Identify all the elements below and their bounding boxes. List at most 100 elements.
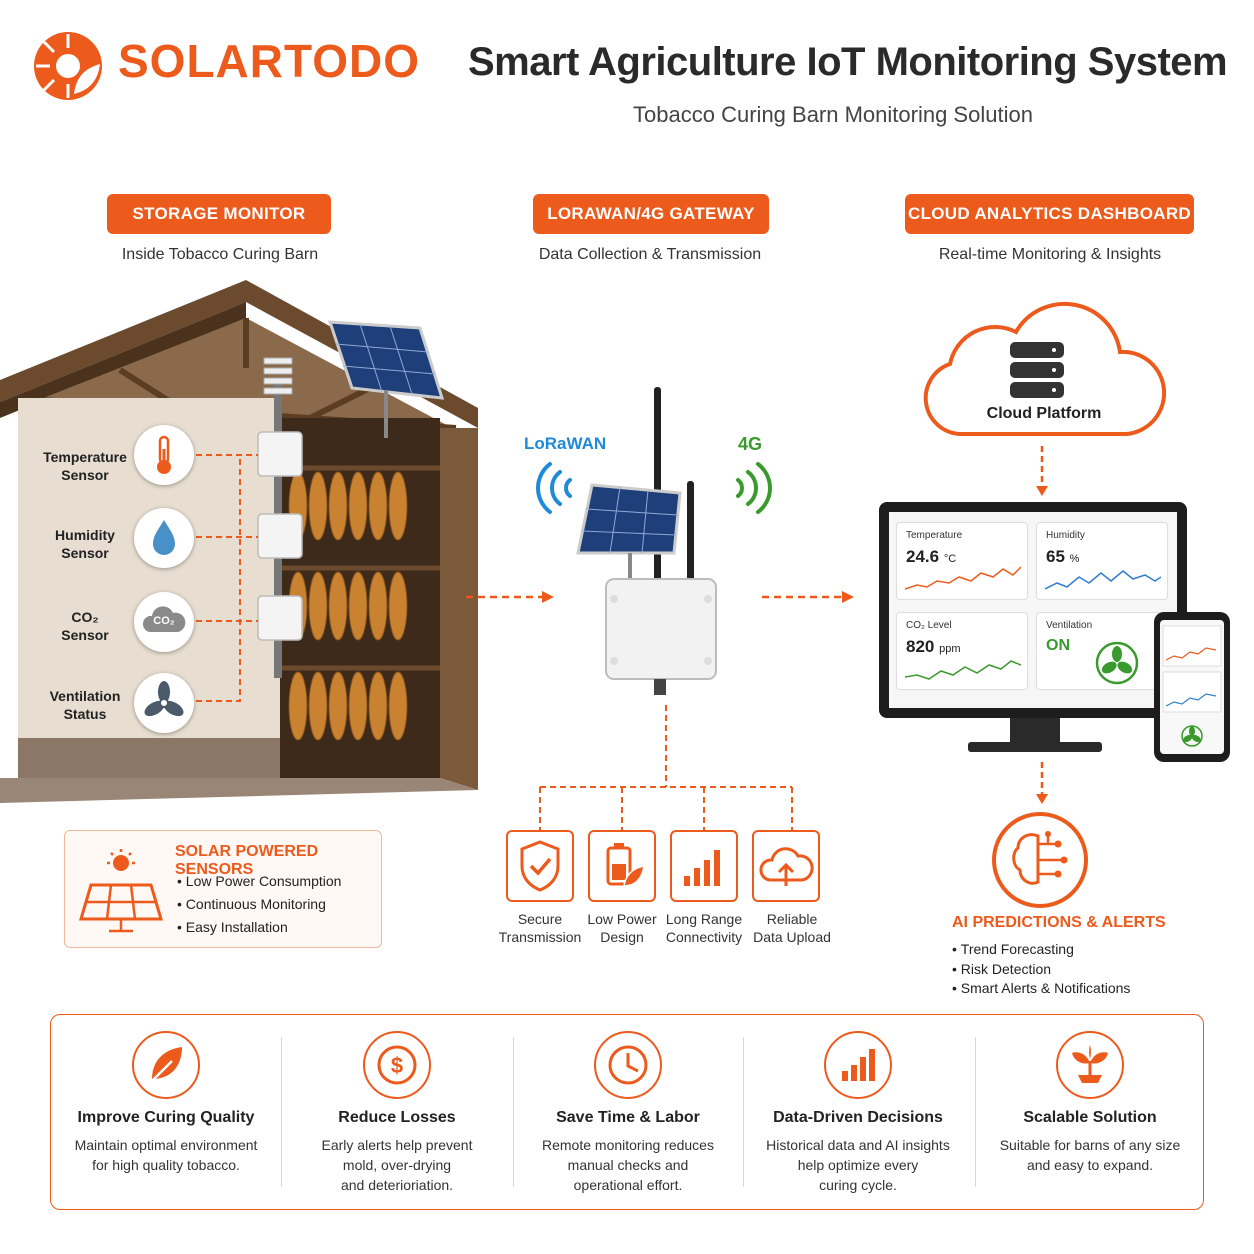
server-stack-icon [1010,342,1064,398]
solar-powered-sensors-box: SOLAR POWERED SENSORS • Low Power Consum… [64,830,382,948]
ai-item: • Trend Forecasting [952,941,1074,957]
temperature-sensor-circle [134,425,194,485]
cloud-dashboard-heading: CLOUD ANALYTICS DASHBOARD [905,194,1194,234]
benefit-scalable-solution: Scalable Solution Suitable for barns of … [975,1015,1205,1211]
barn-to-gateway-arrow [466,591,554,603]
benefit-save-time-labor: Save Time & Labor Remote monitoring redu… [513,1015,743,1211]
sun-leaf-logo-icon [34,32,102,100]
water-drop-icon [153,520,175,555]
benefit-icon-circle [594,1031,662,1099]
reliable-data-upload-feature [752,830,820,902]
temperature-sparkline [905,566,1021,590]
co2-sensor-circle: CO₂ [134,592,194,652]
ai-item: • Risk Detection [952,961,1052,977]
signal-bars-icon [684,850,720,886]
dollar-icon: $ [377,1045,417,1085]
solar-box-title: SOLAR POWERED SENSORS [175,843,319,878]
solar-panel-sun-icon [78,849,164,933]
gateway-subheading: Data Collection & Transmission [538,246,762,263]
gateway-to-dashboard-arrow [762,591,854,603]
ventilation-status-circle [134,673,194,733]
page-subtitle: Tobacco Curing Barn Monitoring Solution [633,102,1033,127]
humidity-tile-label: Humidity [1046,530,1085,541]
svg-text:$: $ [391,1053,403,1078]
humidity-value: 65 % [1046,547,1080,566]
ai-item: • Smart Alerts & Notifications [952,980,1131,996]
benefit-divider [975,1037,976,1187]
benefit-title: Scalable Solution [1023,1109,1157,1126]
solar-box-item: • Low Power Consumption [177,873,342,889]
ai-predictions-title: AI PREDICTIONS & ALERTS [952,914,1166,931]
benefit-icon-circle [132,1031,200,1099]
benefit-divider [281,1037,282,1187]
low-power-design-feature [588,830,656,902]
cloud-to-dashboard-arrow [1036,446,1048,496]
ventilation-tile: Ventilation ON [1036,612,1168,690]
co2-level-tile: CO₂ Level 820 ppm [896,612,1028,690]
benefit-divider [513,1037,514,1187]
clock-icon [608,1045,648,1085]
sprout-icon [1072,1045,1108,1083]
temperature-tile: Temperature 24.6 °C [896,522,1028,600]
lorawan-signal-icon [536,462,572,514]
benefit-title: Improve Curing Quality [77,1109,255,1126]
leaf-icon [149,1047,182,1084]
cloud-upload-icon [759,847,814,886]
benefit-icon-circle: $ [363,1031,431,1099]
co2-sparkline [905,660,1021,680]
monitor-stand [1010,718,1060,744]
benefits-panel: Improve Curing Quality Maintain optimal … [50,1014,1204,1210]
smartphone-screen [1160,620,1224,754]
ventilation-fan-icon [1095,641,1139,685]
benefit-title: Data-Driven Decisions [773,1109,943,1126]
page-title: Smart Agriculture IoT Monitoring System [468,40,1228,84]
storage-monitor-heading: STORAGE MONITOR [107,194,331,234]
benefit-icon-circle [1056,1031,1124,1099]
solar-box-item: • Easy Installation [177,919,288,935]
co2-level-tile-label: CO₂ Level [906,620,952,631]
cloud-platform-label: Cloud Platform [986,405,1102,422]
temperature-value: 24.6 °C [906,547,957,566]
phone-dashboard-graphics [1162,625,1222,747]
ventilation-value: ON [1046,637,1070,654]
humidity-tile: Humidity 65 % [1036,522,1168,600]
gateway-feature-tree-lines [539,705,793,830]
battery-leaf-icon [606,843,645,887]
benefit-data-driven-decisions: Data-Driven Decisions Historical data an… [743,1015,973,1211]
benefit-title: Reduce Losses [338,1109,456,1126]
temperature-tile-label: Temperature [906,530,963,541]
ventilation-tile-label: Ventilation [1046,620,1093,631]
thermometer-icon [157,435,171,474]
4g-label: 4G [738,434,763,454]
benefit-improve-curing-quality: Improve Curing Quality Maintain optimal … [51,1015,281,1211]
ai-brain-icon [992,812,1088,908]
gateway-device-illustration [576,387,717,695]
bar-chart-icon [842,1049,875,1081]
co2-badge-text: CO₂ [153,615,175,627]
curing-barn-illustration [0,280,478,803]
storage-monitor-subheading: Inside Tobacco Curing Barn [121,246,319,263]
shield-check-icon [520,840,560,892]
benefit-title: Save Time & Labor [556,1109,700,1126]
dashboard-to-ai-arrow [1036,762,1048,804]
lorawan-label: LoRaWAN [524,434,607,453]
brand-name: SOLARTODO [118,35,421,87]
humidity-sparkline [1045,570,1161,590]
benefit-divider [743,1037,744,1187]
gateway-heading: LORAWAN/4G GATEWAY [533,194,769,234]
long-range-connectivity-feature [670,830,738,902]
co2-level-value: 820 ppm [906,637,961,656]
monitor-base [968,742,1102,752]
humidity-sensor-circle [134,508,194,568]
benefit-icon-circle [824,1031,892,1099]
